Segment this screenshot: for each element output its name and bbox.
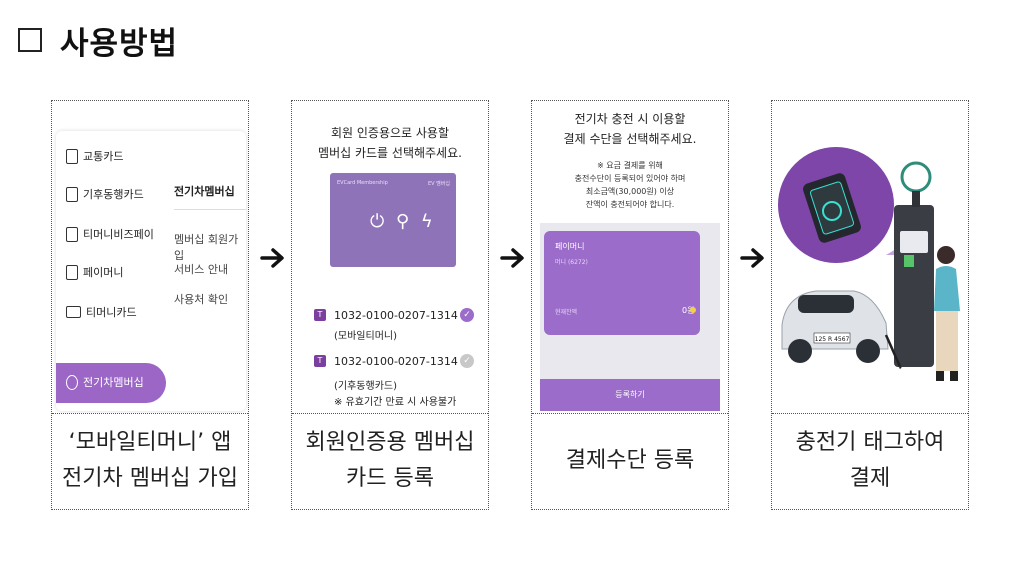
card-brand: EV 멤버십 xyxy=(428,181,450,187)
menu-label: 기후동행카드 xyxy=(83,188,144,201)
climate-card-icon xyxy=(66,186,78,202)
charger-screen xyxy=(900,231,928,253)
menu-label: 티머니카드 xyxy=(86,306,137,319)
menu-item-transit-card[interactable]: 교통카드 xyxy=(66,145,123,167)
note-line: ※ 요금 결제를 위해 xyxy=(597,161,663,170)
heading-line: 결제 수단을 선택해주세요. xyxy=(563,132,697,146)
step-3-panel: 전기차 충전 시 이용할 결제 수단을 선택해주세요. ※ 요금 결제를 위해 … xyxy=(531,100,729,510)
menu-item-tmoney-card[interactable]: 티머니카드 xyxy=(66,301,137,323)
card-label: EVCard Membership xyxy=(337,180,388,186)
charging-illustration: 125 R 4567 xyxy=(778,147,960,381)
coin-icon xyxy=(690,307,696,313)
check-unselected-icon[interactable]: ✓ xyxy=(460,354,474,368)
submenu-title: 전기차멤버십 xyxy=(174,185,235,198)
charger-logo-icon xyxy=(900,161,932,193)
heading-line: 회원 인증용으로 사용할 xyxy=(330,126,450,140)
transit-card-icon xyxy=(66,148,78,164)
charger-indicator xyxy=(904,255,914,267)
balance-label: 현재잔액 xyxy=(555,309,578,316)
membership-card[interactable]: EVCard Membership EV 멤버십 ⏻ ⚲ ϟ xyxy=(330,173,456,267)
step-3-screenshot: 전기차 충전 시 이용할 결제 수단을 선택해주세요. ※ 요금 결제를 위해 … xyxy=(532,101,728,413)
card-type: (모바일티머니) xyxy=(334,331,398,342)
heading-line: 멤버십 카드를 선택해주세요. xyxy=(318,146,462,160)
tmoney-badge-icon: T xyxy=(314,355,326,367)
checkbox-icon xyxy=(18,28,42,52)
balance-value: 0원 xyxy=(682,306,695,315)
card-type: (기후동행카드) xyxy=(334,381,398,392)
person-icon xyxy=(937,246,955,264)
submenu-divider xyxy=(174,209,246,210)
arrow-right-icon xyxy=(500,248,524,268)
caption-line: 전기차 멤버십 가입 xyxy=(62,466,238,491)
step-caption: 회원인증용 멤버십 카드 등록 xyxy=(292,415,488,507)
step-4-panel: 125 R 4567 회원카드 충전기 태그하여 결제 xyxy=(771,100,969,510)
register-button[interactable]: 등록하기 xyxy=(540,379,720,411)
step-caption: 충전기 태그하여 결제 xyxy=(772,415,968,507)
card-name: 페이머니 xyxy=(555,242,585,251)
ev-membership-icon xyxy=(66,374,78,390)
step-2-heading: 회원 인증용으로 사용할 멤버십 카드를 선택해주세요. xyxy=(292,123,488,163)
divider xyxy=(532,413,728,414)
tag-label: 회원카드 xyxy=(814,125,859,139)
charger-icon xyxy=(894,205,934,367)
app-menu: 교통카드 기후동행카드 티머니비즈페이 페이머니 티머니카드 전기차멤버십 xyxy=(56,131,246,411)
note-line: 최소금액(30,000원) 이상 xyxy=(585,187,675,196)
caption-line: 회원인증용 멤버십 xyxy=(305,430,475,455)
card-option-2[interactable]: T 1032-0100-0207-1314 xyxy=(314,351,458,371)
submenu-signup[interactable]: 멤버십 회원가입 xyxy=(174,233,239,262)
plate-text: 125 R 4567 xyxy=(815,336,850,343)
menu-item-ev-membership[interactable]: 전기차멤버십 xyxy=(66,374,144,390)
caption-line: 결제수단 등록 xyxy=(565,448,695,473)
check-selected-icon[interactable]: ✓ xyxy=(460,308,474,322)
menu-label: 전기차멤버십 xyxy=(83,376,144,389)
menu-item-paymoney[interactable]: 페이머니 xyxy=(66,261,123,283)
tmoney-badge-icon: T xyxy=(314,309,326,321)
card-number: 1032-0100-0207-1314 xyxy=(334,308,458,322)
caption-line: 결제 xyxy=(849,466,891,491)
card-option-1[interactable]: T 1032-0100-0207-1314 xyxy=(314,305,458,325)
ev-logo-icon xyxy=(822,201,842,221)
menu-label: 티머니비즈페이 xyxy=(83,228,154,241)
divider xyxy=(52,413,248,414)
license-plate xyxy=(813,332,851,344)
caption-line: 카드 등록 xyxy=(346,466,434,491)
card-note: ※ 유효기간 만료 시 사용불가 xyxy=(334,397,457,408)
step-1-panel: 교통카드 기후동행카드 티머니비즈페이 페이머니 티머니카드 전기차멤버십 xyxy=(51,100,249,510)
paymoney-icon xyxy=(66,264,78,280)
payment-note: ※ 요금 결제를 위해 충전수단이 등록되어 있어야 하며 최소금액(30,00… xyxy=(532,159,728,211)
menu-item-bizpay[interactable]: 티머니비즈페이 xyxy=(66,223,154,245)
note-line: 충전수단이 등록되어 있어야 하며 xyxy=(574,174,686,183)
plug-icon: ⏻ ⚲ ϟ xyxy=(370,211,436,232)
submenu-service-info[interactable]: 서비스 안내 xyxy=(174,263,229,276)
step-2-screenshot: 회원 인증용으로 사용할 멤버십 카드를 선택해주세요. EVCard Memb… xyxy=(292,101,488,413)
paymoney-card[interactable]: 페이머니 머니 (6272) 현재잔액 0원 xyxy=(544,231,700,335)
divider xyxy=(292,413,488,414)
title-text: 사용방법 xyxy=(60,25,179,62)
menu-item-climate-card[interactable]: 기후동행카드 xyxy=(66,183,144,205)
note-line: 잔액이 충전되어야 합니다. xyxy=(585,200,675,209)
step-3-heading: 전기차 충전 시 이용할 결제 수단을 선택해주세요. xyxy=(532,109,728,149)
step-caption: 결제수단 등록 xyxy=(532,415,728,507)
step-caption: ‘모바일티머니’ 앱 전기차 멤버십 가입 xyxy=(52,415,248,507)
page-title: 사용방법 xyxy=(18,18,178,62)
bizpay-icon xyxy=(66,226,78,242)
divider xyxy=(772,413,968,414)
card-icon xyxy=(809,181,855,235)
card-number: 머니 (6272) xyxy=(555,259,588,266)
arrow-right-icon xyxy=(740,248,764,268)
car-windshield xyxy=(798,295,854,313)
submenu-locations[interactable]: 사용처 확인 xyxy=(174,293,229,306)
caption-line: ‘모바일티머니’ 앱 xyxy=(68,430,232,455)
menu-label: 페이머니 xyxy=(83,266,124,279)
card-number: 1032-0100-0207-1314 xyxy=(334,354,458,368)
step-1-screenshot: 교통카드 기후동행카드 티머니비즈페이 페이머니 티머니카드 전기차멤버십 xyxy=(52,101,248,413)
arrow-right-icon xyxy=(260,248,284,268)
step-2-panel: 회원 인증용으로 사용할 멤버십 카드를 선택해주세요. EVCard Memb… xyxy=(291,100,489,510)
heading-line: 전기차 충전 시 이용할 xyxy=(574,112,686,126)
menu-label: 교통카드 xyxy=(83,150,124,163)
tmoney-card-icon xyxy=(66,306,81,318)
step-4-screenshot: 125 R 4567 회원카드 xyxy=(772,101,968,413)
caption-line: 충전기 태그하여 xyxy=(795,430,945,455)
